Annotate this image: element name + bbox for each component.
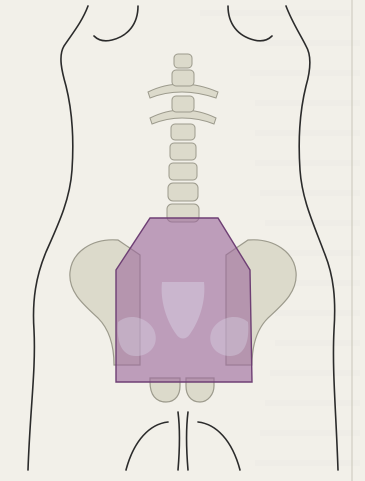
vertebra [174, 54, 192, 68]
vertebra [169, 163, 197, 180]
vertebra [170, 143, 196, 160]
vertebra [171, 124, 195, 140]
vertebra [168, 183, 198, 201]
vertebra [172, 70, 194, 86]
vertebrae [167, 54, 199, 222]
highlighted-region [116, 218, 252, 382]
vertebra [172, 96, 194, 112]
